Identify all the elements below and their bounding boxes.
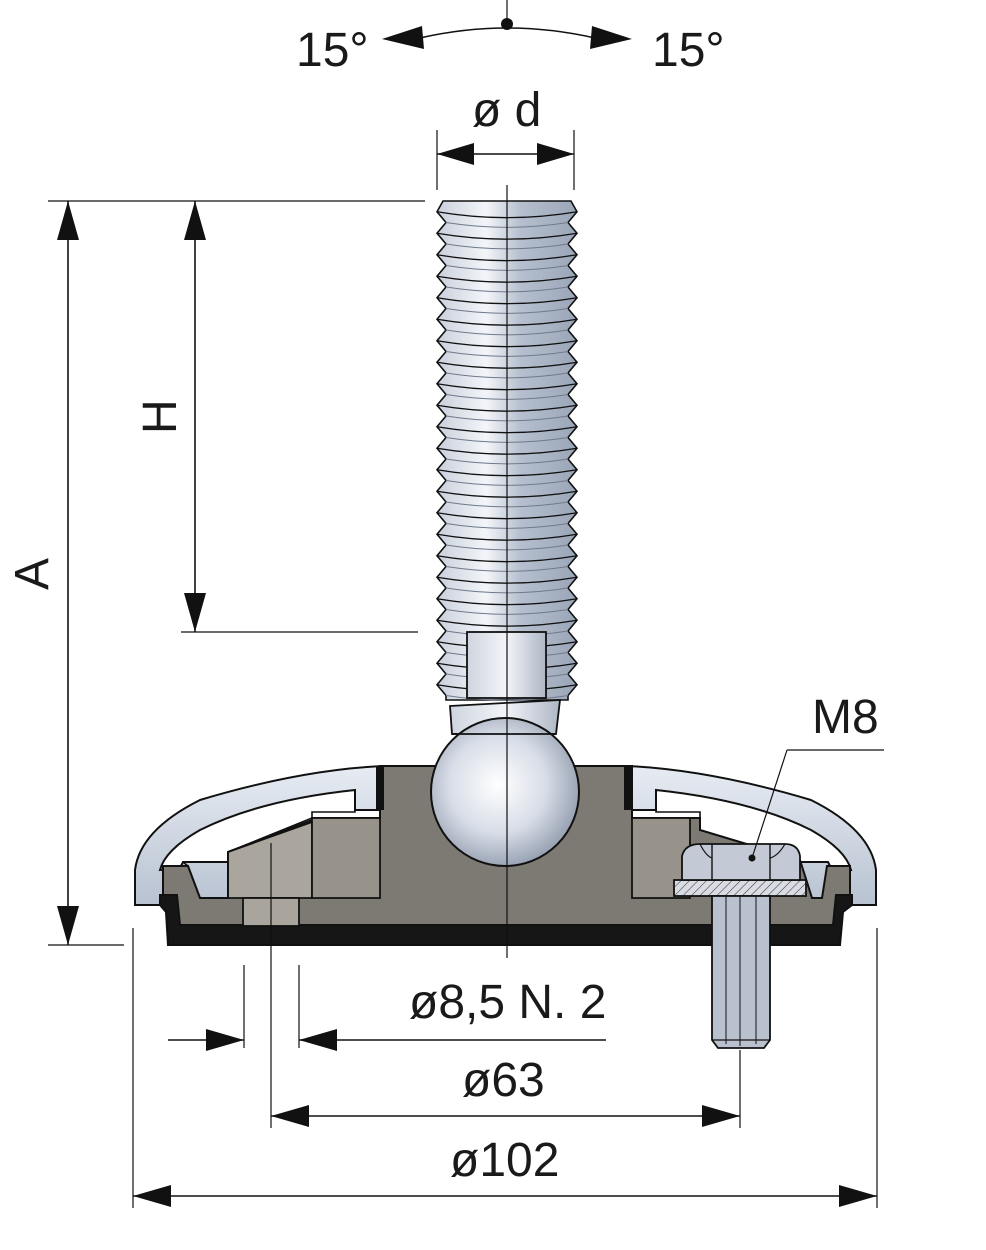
height-a-label: A bbox=[6, 558, 59, 590]
body-pocket-right bbox=[631, 817, 691, 899]
thread-diameter-label: ø d bbox=[472, 84, 541, 137]
body-pocket-left-inner bbox=[311, 817, 381, 899]
inner-cover-left bbox=[182, 790, 356, 899]
pivot-dot bbox=[501, 18, 513, 30]
base-diameter-dimension: ø102 bbox=[132, 928, 878, 1208]
bolt-head bbox=[681, 843, 801, 881]
tilt-arrow-left bbox=[382, 26, 424, 49]
thread-diameter-dimension: ø d bbox=[436, 84, 575, 190]
height-h-dimension: H bbox=[134, 201, 418, 633]
tilt-dimension: 15° 15° bbox=[296, 0, 725, 77]
hole-pitch-label: ø63 bbox=[462, 1054, 545, 1107]
m8-callout: M8 bbox=[748, 691, 884, 862]
hole-diameter-label: ø8,5 N. 2 bbox=[409, 976, 606, 1029]
tilt-left-label: 15° bbox=[296, 24, 369, 77]
seal-right bbox=[624, 766, 632, 810]
height-h-label: H bbox=[134, 399, 187, 434]
inner-cover-right bbox=[655, 790, 801, 861]
hole-pitch-dimension: ø63 bbox=[270, 843, 741, 1128]
tilt-right-label: 15° bbox=[652, 24, 725, 77]
bolt-washer bbox=[673, 879, 807, 897]
seal-left bbox=[376, 766, 384, 810]
hole-diameter-dimension: ø8,5 N. 2 bbox=[168, 965, 606, 1051]
height-a-dimension: A bbox=[6, 200, 425, 946]
bolt-m8 bbox=[673, 843, 807, 1049]
body-pocket-left bbox=[227, 820, 313, 899]
ball-joint bbox=[430, 717, 580, 867]
base-diameter-label: ø102 bbox=[450, 1134, 559, 1187]
threaded-stud bbox=[430, 200, 580, 867]
bolt-shank bbox=[711, 895, 771, 1049]
tilt-arrow-right bbox=[590, 26, 632, 49]
m8-label: M8 bbox=[812, 691, 879, 744]
